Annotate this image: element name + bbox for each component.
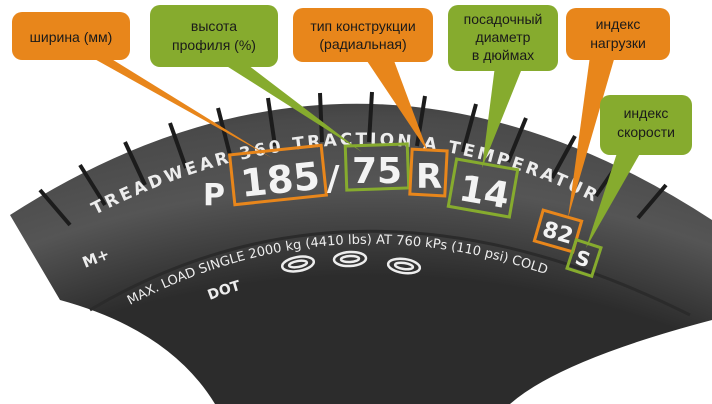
construction-box bbox=[408, 147, 449, 198]
rim-diameter-value: 14 bbox=[456, 168, 512, 217]
callout-load-index: индекс нагрузки bbox=[566, 8, 670, 218]
aspect-box bbox=[343, 142, 411, 192]
svg-text:высота: высота bbox=[191, 18, 237, 34]
construction-value: R bbox=[416, 157, 442, 197]
prefix-p: P bbox=[203, 178, 225, 213]
sidewall-rim-line bbox=[89, 229, 691, 317]
svg-text:индекс: индекс bbox=[624, 105, 669, 121]
callout-rim-diameter: посадочный диаметр в дюймах bbox=[448, 5, 558, 168]
callout-profile-height: высота профиля (%) bbox=[150, 5, 362, 152]
svg-text:ширина (мм): ширина (мм) bbox=[30, 29, 113, 45]
slash: / bbox=[327, 159, 340, 199]
aspect-ratio-value: 75 bbox=[352, 151, 402, 192]
width-box bbox=[227, 143, 329, 207]
svg-text:посадочный: посадочный bbox=[464, 11, 543, 27]
tire-width-value: 185 bbox=[238, 154, 321, 206]
rim-box bbox=[446, 157, 520, 219]
svg-text:индекс: индекс bbox=[596, 16, 641, 32]
speed-index-box bbox=[565, 237, 603, 279]
svg-text:диаметр: диаметр bbox=[476, 29, 531, 45]
callout-width: ширина (мм) bbox=[12, 12, 272, 158]
svg-text:профиля (%): профиля (%) bbox=[172, 37, 256, 53]
callout-speed-index: индекс скорости bbox=[586, 95, 692, 248]
svg-text:нагрузки: нагрузки bbox=[590, 35, 646, 51]
dot-code-ovals bbox=[280, 250, 422, 275]
callout-construction-type: тип конструкции (радиальная) bbox=[293, 8, 433, 152]
speed-index-value: S bbox=[572, 245, 593, 272]
svg-text:в дюймах: в дюймах bbox=[472, 47, 534, 63]
svg-text:(радиальная): (радиальная) bbox=[319, 36, 406, 52]
load-index-box bbox=[532, 208, 584, 254]
svg-text:тип конструкции: тип конструкции bbox=[310, 18, 415, 34]
svg-text:скорости: скорости bbox=[617, 124, 675, 140]
